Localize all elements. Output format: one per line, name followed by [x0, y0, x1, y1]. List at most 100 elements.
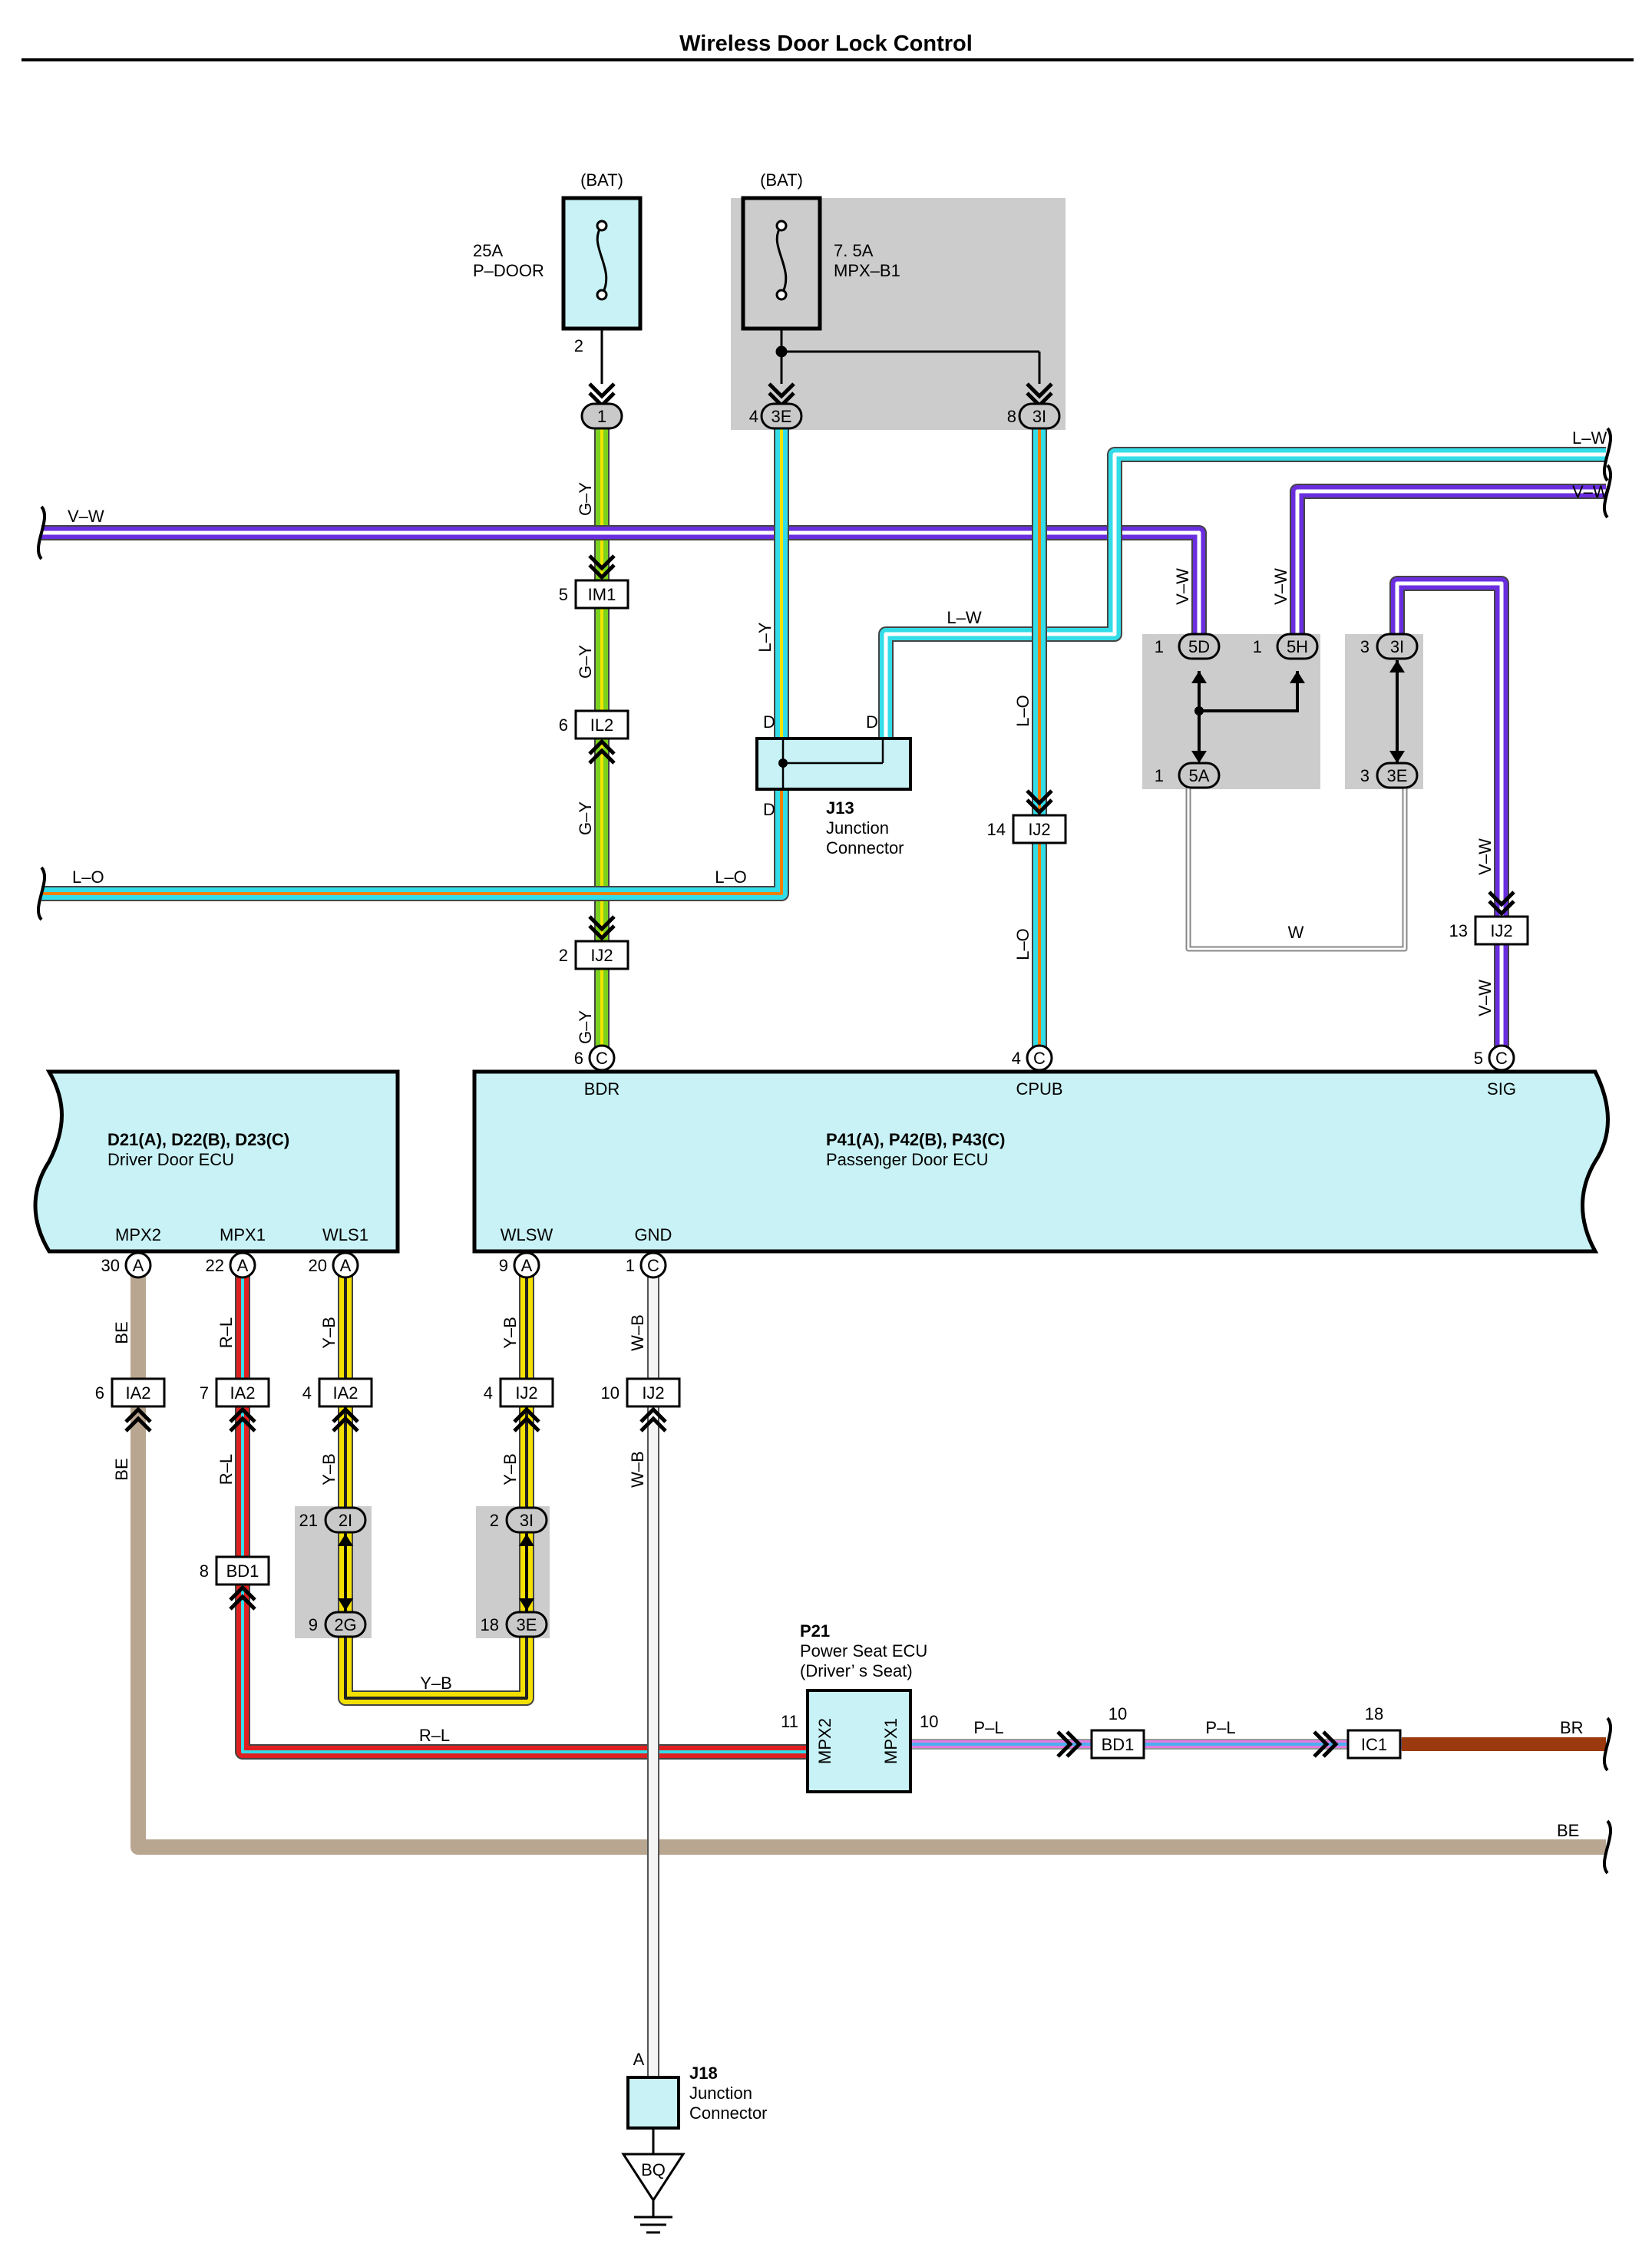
connector-im1-body [574, 579, 629, 610]
ecu-pin-label-bdr: BDR [584, 1079, 620, 1099]
wire-l-w [878, 447, 1606, 739]
wire-label-br: BR [1560, 1718, 1584, 1737]
driver-ecu-pin-mpx2: A [133, 1256, 144, 1275]
driver-ecu-pin-mpx2-body [124, 1251, 152, 1279]
wire-v-w-sig [1389, 576, 1509, 1067]
connector-ij2-b: IJ2 [1028, 820, 1050, 839]
connector-ij2-e: IJ2 [642, 1383, 664, 1403]
pass-ecu-pin-num-gnd: 1 [626, 1256, 635, 1275]
wire-label-v-w-sig-2: V–W [1475, 980, 1495, 1016]
pin-3i-r: 3 [1360, 637, 1370, 656]
bus-3i-r-up-icon [1389, 660, 1405, 672]
arrow-ij2b-icon [1026, 789, 1053, 815]
ecu-pin-cpub: C [1033, 1049, 1046, 1068]
svg-text:MPX2: MPX2 [815, 1718, 834, 1764]
pin-3i-b: 2 [490, 1511, 499, 1530]
page-title: Wireless Door Lock Control [679, 31, 973, 56]
connector-3e-b-body [505, 1611, 548, 1638]
svg-text:Passenger Door ECU: Passenger Door ECU [826, 1150, 989, 1169]
wire-l-w-core [884, 452, 1606, 739]
svg-text:J13: J13 [826, 798, 854, 818]
power-seat-ecu: P21 Power Seat ECU (Driver’ s Seat) MPX2… [781, 1621, 938, 1793]
svg-text:P–DOOR: P–DOOR [473, 261, 544, 280]
wire-be-fill [132, 1274, 1606, 1853]
break-be-right [1602, 1819, 1613, 1875]
ecu-pin-label-sig: SIG [1487, 1079, 1516, 1099]
j18-junction-connector: A J18 Junction Connector [626, 2050, 768, 2130]
pin-bd1-a: 8 [200, 1561, 209, 1581]
connector-3i-r-body [1376, 633, 1419, 660]
pin-bd1-b: 10 [1108, 1704, 1127, 1723]
wire-l-o-left-fill [41, 789, 788, 900]
driver-ecu-pin-wls1-body [332, 1251, 359, 1279]
connector-im1: IM1 [588, 585, 616, 604]
ecu-pin-num-sig: 5 [1474, 1049, 1483, 1068]
connector-ia2-c-body [318, 1377, 373, 1408]
driver-ecu-pin-num-wls1: 20 [309, 1256, 327, 1275]
pin-2g: 9 [309, 1615, 318, 1634]
pin-3i: 8 [1007, 407, 1016, 426]
bus-3i-b-up-icon [519, 1534, 534, 1546]
pin-il2: 6 [559, 715, 568, 735]
pass-ecu-pin-label-wlsw: WLSW [501, 1225, 553, 1244]
connector-ia2-b-body [215, 1377, 270, 1408]
wire-label-l-o-2: L–O [1013, 928, 1032, 960]
connector-1: 1 [597, 407, 606, 426]
pin-ij2-e: 10 [601, 1383, 620, 1403]
ecu-pin-label-cpub: CPUB [1016, 1079, 1062, 1099]
connector-3i-body [1018, 402, 1061, 430]
connector-3i: 3I [1032, 407, 1046, 426]
wire-label-v-w-right: V–W [1572, 482, 1609, 501]
wire-label-be-1: BE [112, 1321, 131, 1343]
wire-v-w-5h [1290, 484, 1606, 642]
connector-ij2-d: IJ2 [515, 1383, 537, 1403]
connector-2g-body [324, 1611, 367, 1638]
wire-label-be-2: BE [112, 1458, 131, 1480]
connector-ia2-a: IA2 [125, 1383, 150, 1403]
connector-ij2-b-body [1012, 814, 1067, 844]
connector-ij2-d-body [499, 1377, 554, 1408]
wire-label-p-l-2: P–L [1205, 1718, 1235, 1737]
wire-label-r-l-1: R–L [216, 1317, 236, 1348]
wire-label-p-l-1: P–L [973, 1718, 1003, 1737]
wire-label-v-w-5d: V–W [1173, 568, 1192, 605]
driver-ecu-pin-label-mpx1: MPX1 [220, 1225, 266, 1244]
wire-label-w: W [1288, 923, 1304, 942]
wire-label-l-o-left: L–O [72, 867, 104, 887]
svg-text:Connector: Connector [689, 2103, 768, 2123]
wire-label-be-right: BE [1557, 1821, 1579, 1840]
connector-5h: 5H [1287, 637, 1308, 656]
wire-label-r-l-2: R–L [216, 1454, 236, 1485]
pin-ic1: 18 [1365, 1704, 1383, 1723]
ecu-pin-bdr-body [588, 1044, 616, 1072]
wire-y-b [338, 1274, 534, 1706]
pin-ij2-b: 14 [987, 820, 1006, 839]
wire-v-w-main [41, 525, 1207, 642]
wire-v-w-sig-core [1395, 581, 1504, 1067]
pin-3e: 4 [749, 407, 758, 426]
connector-ia2-b: IA2 [230, 1383, 255, 1403]
svg-text:(BAT): (BAT) [580, 170, 623, 190]
connector-3i-b: 3I [520, 1511, 534, 1530]
pass-ecu-pin-num-wlsw: 9 [499, 1256, 508, 1275]
ground-bq-icon: BQ [621, 2128, 686, 2234]
svg-text:Driver Door ECU: Driver Door ECU [107, 1150, 234, 1169]
arrow-im1-icon [588, 554, 616, 580]
svg-text:P41(A), P42(B), P43(C): P41(A), P42(B), P43(C) [826, 1130, 1006, 1149]
pin-im1: 5 [559, 585, 568, 604]
connector-2g: 2G [334, 1615, 356, 1634]
pin-5d: 1 [1155, 637, 1164, 656]
break-l-w-right [1602, 427, 1613, 482]
pass-ecu-pin-gnd-body [639, 1251, 667, 1279]
j13-junction-connector: D D D J13 Junction Connector [755, 712, 912, 858]
fuse-p-door: (BAT) 25A P–DOOR 2 [473, 170, 643, 355]
connector-bd1-a: BD1 [226, 1561, 259, 1581]
driver-door-ecu: D21(A), D22(B), D23(C) Driver Door ECU [33, 1069, 400, 1254]
wire-label-v-w-5h: V–W [1271, 568, 1290, 605]
svg-text:10: 10 [920, 1712, 938, 1731]
wire-l-o-left-stripe [41, 789, 783, 895]
connector-ij2-c: IJ2 [1490, 921, 1512, 940]
ecu-pin-num-cpub: 4 [1012, 1049, 1021, 1068]
svg-text:MPX1: MPX1 [881, 1718, 900, 1764]
